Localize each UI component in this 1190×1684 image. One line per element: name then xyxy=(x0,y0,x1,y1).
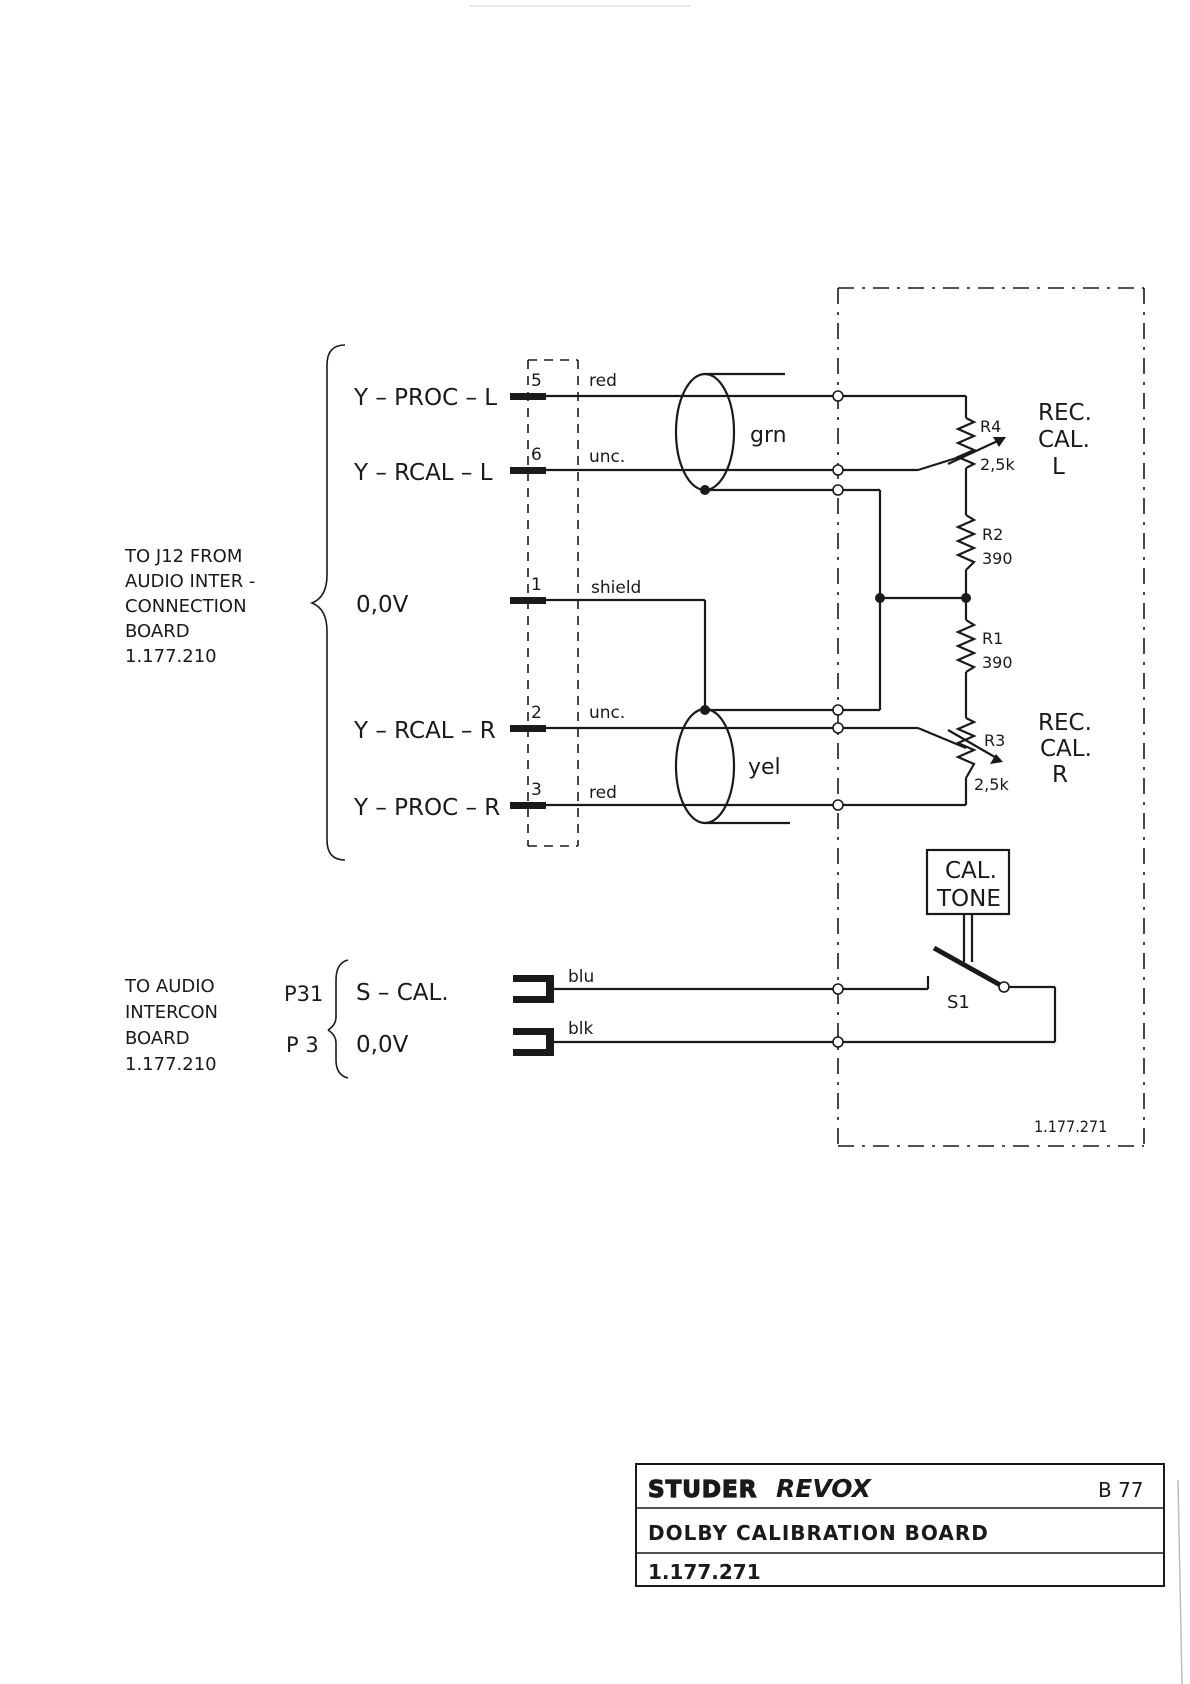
rec-cal-l-line-3: L xyxy=(1052,454,1065,480)
junction-yel xyxy=(700,705,710,715)
r1-value: 390 xyxy=(982,653,1013,672)
cal-tone-line-2: TONE xyxy=(936,886,1001,912)
r4-value: 2,5k xyxy=(980,455,1015,474)
rec-cal-l-group: REC. CAL. L xyxy=(1038,400,1092,480)
pin-number-3: 3 xyxy=(531,780,542,800)
scan-edge-right xyxy=(1177,1479,1183,1684)
resistor-r3 xyxy=(955,717,977,779)
left-label-j12-group: TO J12 FROM AUDIO INTER - CONNECTION BOA… xyxy=(124,546,255,667)
signal-y-proc-r: Y – PROC – R xyxy=(353,795,500,821)
rec-cal-r-line-2: CAL. xyxy=(1040,736,1092,762)
left-label-j12-line-1: TO J12 FROM xyxy=(124,546,242,567)
switch-s1-contact xyxy=(998,981,1010,993)
board-terminals xyxy=(832,390,844,1048)
left-label-j12-line-2: AUDIO INTER - xyxy=(125,571,255,592)
left-label-j12-line-3: CONNECTION xyxy=(125,596,247,617)
pin-number-5: 5 xyxy=(531,371,542,391)
rec-cal-l-line-1: REC. xyxy=(1038,400,1092,426)
connector-p3: P 3 xyxy=(286,1033,319,1057)
junction-r1r2 xyxy=(961,593,971,603)
left-label-j12-line-4: BOARD xyxy=(125,621,190,642)
wire-colour-labels: red unc. shield unc. red blu blk xyxy=(568,371,641,1039)
r4-label: R4 xyxy=(980,417,1001,436)
cable-yel-label: yel xyxy=(748,755,781,780)
left-label-p3-line-3: BOARD xyxy=(125,1028,190,1049)
pin-3-stub xyxy=(510,802,546,809)
signal-zero-v: 0,0V xyxy=(356,592,409,618)
pin-2-stub xyxy=(510,725,546,732)
brand-revox: REVOX xyxy=(776,1474,873,1503)
signal-y-proc-l: Y – PROC – L xyxy=(353,385,497,411)
brand-studer: STUDER xyxy=(648,1477,757,1503)
wire-blu: blu xyxy=(568,967,594,987)
brace-p31 xyxy=(327,959,349,1031)
board-number: 1.177.271 xyxy=(1034,1117,1107,1136)
left-label-j12-line-5: 1.177.210 xyxy=(125,646,217,667)
wire-unc-bottom: unc. xyxy=(589,703,625,723)
board-outline xyxy=(837,287,1145,1147)
left-label-p3-line-4: 1.177.210 xyxy=(125,1054,217,1075)
switch-s1-blade xyxy=(932,945,1004,989)
junction-mid xyxy=(875,593,885,603)
component-labels: R4 2,5k R2 390 R1 390 R3 2,5k S1 xyxy=(947,417,1015,1013)
pin-numbers: 5 6 1 2 3 xyxy=(531,371,542,800)
connector-labels: P31 P 3 xyxy=(284,982,323,1057)
plug-p3 xyxy=(513,1028,554,1056)
connector-p31: P31 xyxy=(284,982,323,1006)
brace-p3 xyxy=(327,1029,349,1079)
wire-red-bottom: red xyxy=(589,783,617,803)
wire-blk: blk xyxy=(568,1019,594,1039)
title-page: B 77 xyxy=(1098,1478,1144,1502)
rec-cal-r-line-1: REC. xyxy=(1038,710,1092,736)
cable-grn-label: grn xyxy=(750,423,787,448)
title-block: STUDER REVOX B 77 DOLBY CALIBRATION BOAR… xyxy=(635,1463,1165,1587)
wire-unc-top: unc. xyxy=(589,447,625,467)
title-text: DOLBY CALIBRATION BOARD xyxy=(648,1521,989,1545)
cal-tone-box xyxy=(925,848,1011,916)
cal-tone-label: CAL. TONE xyxy=(936,858,1001,912)
pin-number-1: 1 xyxy=(531,575,542,595)
rec-cal-r-line-3: R xyxy=(1052,762,1068,788)
r2-label: R2 xyxy=(982,525,1003,544)
resistor-r4 xyxy=(955,417,977,469)
wire-shield: shield xyxy=(591,578,641,598)
r4-arrowhead xyxy=(993,437,1006,447)
r1-label: R1 xyxy=(982,629,1003,648)
pin-number-2: 2 xyxy=(531,703,542,723)
brace-j12 xyxy=(309,344,346,861)
wire-red-top: red xyxy=(589,371,617,391)
pin-number-6: 6 xyxy=(531,445,542,465)
signal-labels: Y – PROC – L Y – RCAL – L 0,0V Y – RCAL … xyxy=(353,385,500,1058)
r2-value: 390 xyxy=(982,549,1013,568)
left-label-p3-group: TO AUDIO INTERCON BOARD 1.177.210 xyxy=(124,976,218,1075)
resistor-r1 xyxy=(955,619,977,673)
junction-grn xyxy=(700,485,710,495)
signal-s-cal: S – CAL. xyxy=(356,980,449,1006)
signal-zero-v-2: 0,0V xyxy=(356,1032,409,1058)
s1-label: S1 xyxy=(947,992,970,1013)
left-label-p3-line-1: TO AUDIO xyxy=(124,976,215,997)
r3-label: R3 xyxy=(984,731,1005,750)
cal-tone-line-1: CAL. xyxy=(945,858,997,884)
left-label-p3-line-2: INTERCON xyxy=(125,1002,218,1023)
r3-arrow xyxy=(947,729,1001,761)
r4-arrow xyxy=(947,437,1005,465)
r3-arrowhead xyxy=(990,754,1003,764)
signal-y-rcal-l: Y – RCAL – L xyxy=(353,460,493,486)
signal-y-rcal-r: Y – RCAL – R xyxy=(353,718,496,744)
pin-5-stub xyxy=(510,393,546,400)
cable-grn-shield xyxy=(674,372,736,492)
title-number: 1.177.271 xyxy=(648,1560,761,1584)
plug-p31 xyxy=(513,975,554,1003)
r3-value: 2,5k xyxy=(974,775,1009,794)
rec-cal-l-line-2: CAL. xyxy=(1038,427,1090,453)
pin-1-stub xyxy=(510,597,546,604)
cable-labels: grn yel xyxy=(748,423,787,780)
rec-cal-r-group: REC. CAL. R xyxy=(1038,710,1092,788)
pin-6-stub xyxy=(510,467,546,474)
resistor-r2 xyxy=(955,514,977,571)
